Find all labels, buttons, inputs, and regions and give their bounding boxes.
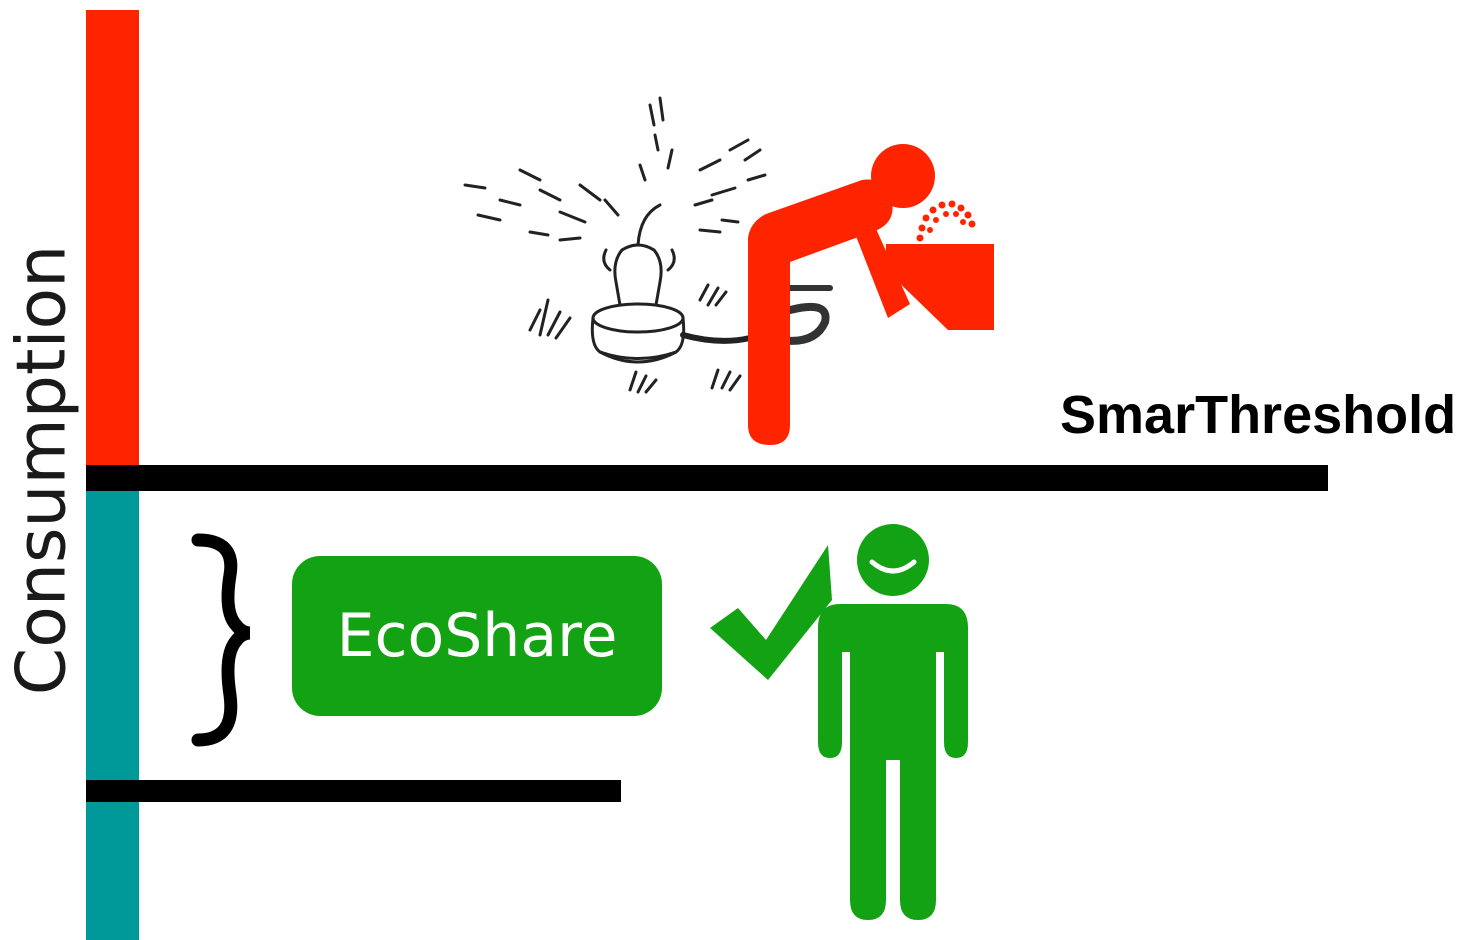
brace-icon: [198, 540, 250, 740]
checkmark-icon: [710, 545, 832, 680]
drinking-fountain-person-icon: [748, 144, 994, 445]
happy-person-icon: [818, 524, 968, 920]
